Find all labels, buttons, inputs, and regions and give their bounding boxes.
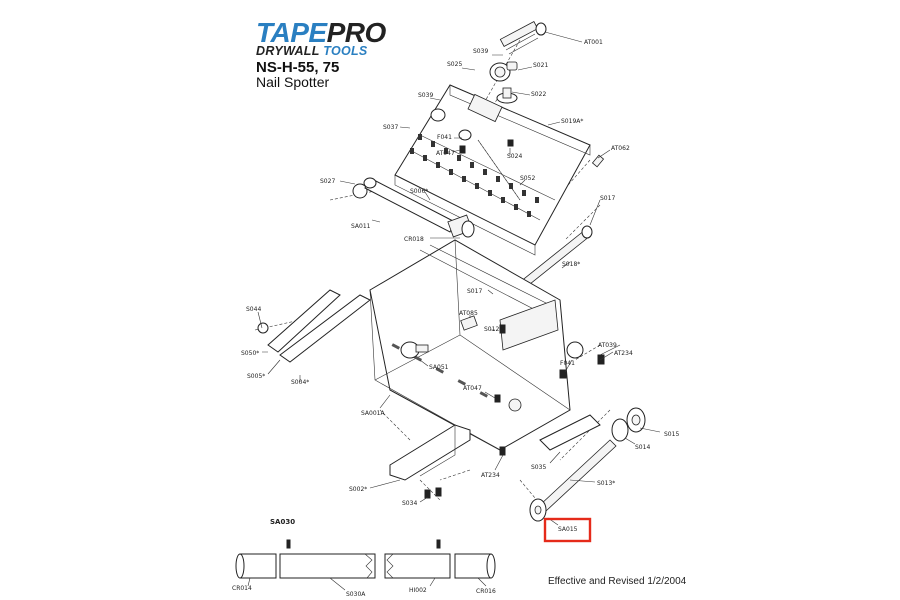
- plate-hole: [462, 176, 466, 182]
- label-SA015: SA015: [558, 526, 578, 533]
- brand-tape: TAPE: [256, 17, 327, 48]
- label-S018: S018*: [562, 261, 580, 268]
- bottom-bracket-part: [389, 424, 506, 499]
- brand-drywall: DRYWALL: [256, 44, 320, 58]
- label-AT062: AT062: [611, 145, 630, 152]
- bracket-parts: [460, 315, 506, 334]
- highlight-box: [543, 517, 592, 543]
- roller-tube-assembly: [235, 539, 496, 579]
- label-S044: S044: [246, 306, 261, 313]
- label-S015: S015: [664, 431, 679, 438]
- plate-hole: [475, 183, 479, 189]
- frame-slot: [435, 367, 445, 374]
- label-S004: S004*: [291, 379, 309, 386]
- label-S022: S022: [531, 91, 546, 98]
- label-S012: S012*: [484, 326, 502, 333]
- plate-hole: [483, 169, 487, 175]
- spring-part: [477, 139, 521, 201]
- label-AT234a: AT234: [614, 350, 633, 357]
- label-S025: S025: [447, 61, 462, 68]
- label-AT039: AT039: [598, 342, 617, 349]
- label-SA001A: SA001A: [361, 410, 385, 417]
- plate-hole: [522, 190, 526, 196]
- label-S035: S035: [531, 464, 546, 471]
- label-S017b: S017: [467, 288, 482, 295]
- label-AT234b: AT234: [481, 472, 500, 479]
- label-AT085: AT085: [459, 310, 478, 317]
- plate-hole: [535, 197, 539, 203]
- label-CR016: CR016: [476, 588, 496, 595]
- label-S034: S034: [402, 500, 417, 507]
- plate-hole: [418, 134, 422, 140]
- label-AT047b: AT047: [463, 385, 482, 392]
- frame-slot: [457, 379, 467, 386]
- label-S005: S005*: [247, 373, 265, 380]
- small-fasteners: [430, 108, 605, 168]
- plate-hole: [410, 148, 414, 154]
- label-S006: S006*: [410, 188, 428, 195]
- frame-slot: [391, 343, 401, 350]
- adjust-knob-part: [400, 341, 429, 359]
- label-S030A: S030A: [346, 591, 366, 598]
- brand-tools: TOOLS: [323, 44, 368, 58]
- product-name: Nail Spotter: [256, 74, 330, 90]
- model-number: NS-H-55, 75: [256, 59, 340, 76]
- top-plate-part: [394, 84, 591, 256]
- label-S019A: S019A*: [561, 118, 583, 125]
- label-CR014: CR014: [232, 585, 252, 592]
- roller-assembly: [529, 407, 646, 522]
- screw-part: [499, 21, 547, 55]
- label-S052: S052: [520, 175, 535, 182]
- label-F041a: F041: [437, 134, 452, 141]
- label-S039b: S039: [418, 92, 433, 99]
- label-SA011: SA011: [351, 223, 371, 230]
- wear-plate-part: [539, 414, 601, 451]
- label-S037: S037: [383, 124, 398, 131]
- plate-hole: [496, 176, 500, 182]
- side-plates: [257, 289, 371, 363]
- plate-hole: [470, 162, 474, 168]
- plate-hole: [514, 204, 518, 210]
- plate-hole: [423, 155, 427, 161]
- label-S024: S024: [507, 153, 522, 160]
- brand-tagline: DRYWALL TOOLS: [256, 44, 368, 58]
- nut-part: [352, 183, 368, 199]
- label-S013: S013*: [597, 480, 615, 487]
- label-F041b: F041: [560, 360, 575, 367]
- label-S039a: S039: [473, 48, 488, 55]
- plate-hole: [436, 162, 440, 168]
- label-SA030: SA030: [270, 518, 295, 526]
- plate-hole: [431, 141, 435, 147]
- plate-hole: [444, 148, 448, 154]
- label-S050: S050*: [241, 350, 259, 357]
- label-S021: S021: [533, 62, 548, 69]
- knob-parts: [489, 61, 518, 104]
- label-S027: S027: [320, 178, 335, 185]
- plate-hole: [449, 169, 453, 175]
- brand-pro: PRO: [326, 17, 387, 48]
- plate-hole: [509, 183, 513, 189]
- lever-arm-part: [363, 177, 475, 238]
- frame-slot: [479, 391, 489, 398]
- label-S002: S002*: [349, 486, 367, 493]
- label-AT001: AT001: [584, 39, 603, 46]
- label-AT047a: AT047: [436, 150, 455, 157]
- label-S014: S014: [635, 444, 650, 451]
- main-frame-part: [369, 239, 584, 451]
- brand-logo: TAPEPRO: [256, 19, 386, 47]
- label-HI002: HI002: [409, 587, 427, 594]
- plate-hole: [488, 190, 492, 196]
- plate-hole: [527, 211, 531, 217]
- label-SA051: SA051: [429, 364, 449, 371]
- revision-footer: Effective and Revised 1/2/2004: [548, 576, 687, 587]
- plate-hole: [457, 155, 461, 161]
- label-S017a: S017: [600, 195, 615, 202]
- plate-hole: [501, 197, 505, 203]
- label-CR018: CR018: [404, 236, 424, 243]
